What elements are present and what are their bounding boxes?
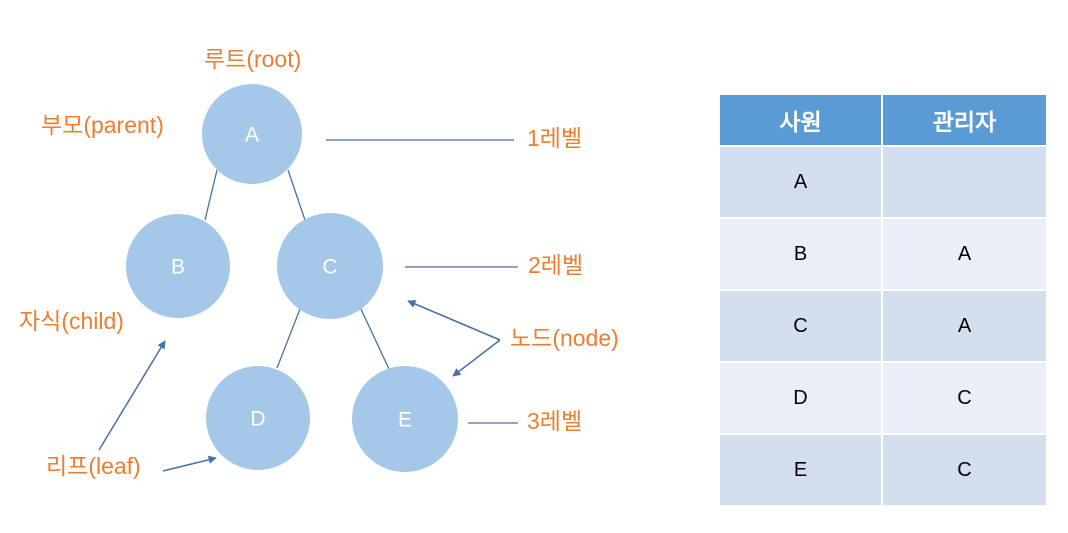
- tree-node-e[interactable]: E: [352, 366, 458, 472]
- table-row[interactable]: A: [720, 145, 1046, 217]
- tree-edges: [204, 169, 390, 370]
- annotation-root: 루트(root): [204, 46, 302, 72]
- tree-node-d-label: D: [250, 408, 265, 431]
- table-body: A B A C A D C E C: [720, 145, 1046, 505]
- annotation-node: 노드(node): [510, 325, 619, 351]
- employee-manager-table: 사원 관리자 A B A C A D C E C: [720, 95, 1046, 505]
- edge-c-e: [359, 306, 390, 370]
- node-callout-arrow-lower: [452, 339, 501, 377]
- cell-manager: C: [883, 361, 1046, 433]
- tree-node-c-label: C: [322, 256, 337, 279]
- tree-node-c[interactable]: C: [277, 213, 383, 319]
- child-callout-arrow: [98, 340, 166, 451]
- tree-node-d[interactable]: D: [206, 366, 310, 470]
- table-row[interactable]: C A: [720, 289, 1046, 361]
- table-row[interactable]: E C: [720, 433, 1046, 505]
- cell-manager: A: [883, 217, 1046, 289]
- annotation-level-1: 1레벨: [527, 125, 583, 151]
- edge-a-b: [204, 169, 218, 221]
- table-header-row: 사원 관리자: [720, 95, 1046, 145]
- annotation-parent: 부모(parent): [41, 112, 164, 138]
- edge-a-c: [287, 169, 306, 221]
- annotation-level-3: 3레벨: [527, 408, 583, 434]
- tree-nodes: A B C D E: [126, 84, 458, 472]
- cell-employee: C: [720, 289, 883, 361]
- annotation-level-2: 2레벨: [528, 252, 584, 278]
- cell-manager: [883, 145, 1046, 217]
- column-header-manager: 관리자: [883, 95, 1046, 145]
- edge-c-d: [276, 308, 301, 369]
- cell-employee: D: [720, 361, 883, 433]
- tree-node-b-label: B: [171, 256, 185, 279]
- cell-employee: B: [720, 217, 883, 289]
- table-header: 사원 관리자: [720, 95, 1046, 145]
- table-row[interactable]: B A: [720, 217, 1046, 289]
- cell-employee: A: [720, 145, 883, 217]
- cell-employee: E: [720, 433, 883, 505]
- cell-manager: A: [883, 289, 1046, 361]
- cell-manager: C: [883, 433, 1046, 505]
- table-row[interactable]: D C: [720, 361, 1046, 433]
- tree-node-a[interactable]: A: [202, 84, 302, 184]
- column-header-employee: 사원: [720, 95, 883, 145]
- annotation-leaf: 리프(leaf): [46, 453, 141, 479]
- tree-node-e-label: E: [398, 409, 412, 432]
- tree-node-b[interactable]: B: [126, 214, 230, 318]
- callout-arrows: [98, 300, 501, 472]
- annotation-child: 자식(child): [19, 308, 124, 334]
- tree-node-a-label: A: [245, 124, 259, 147]
- node-callout-arrow-upper: [407, 300, 501, 341]
- leaf-callout-arrow: [162, 455, 217, 472]
- level-leader-lines: [326, 139, 518, 424]
